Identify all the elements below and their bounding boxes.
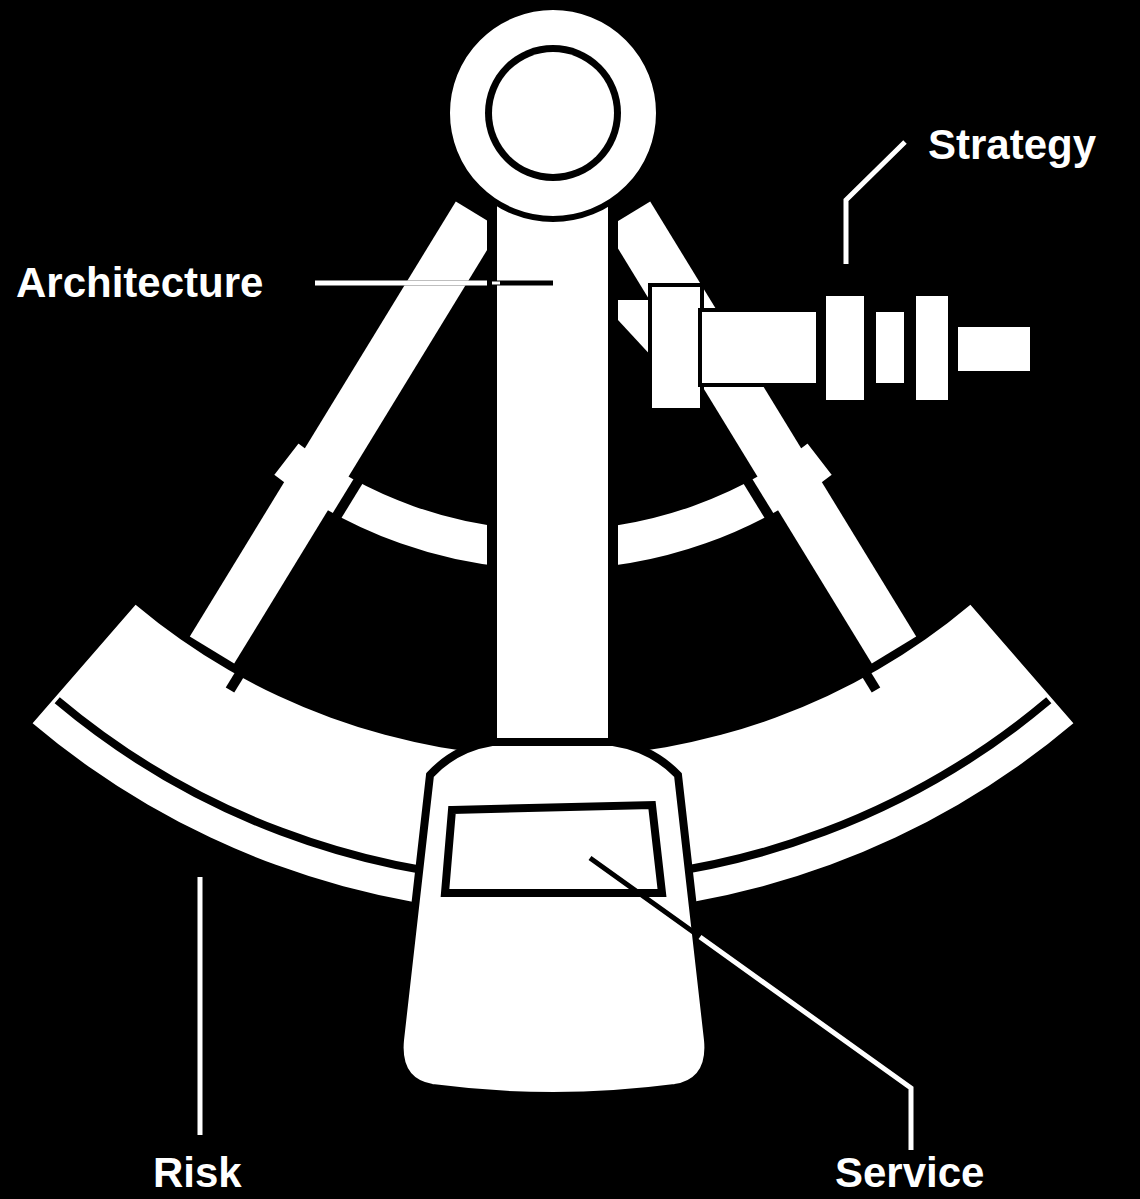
leader-line (198, 877, 203, 1135)
telescope-tube (700, 310, 818, 385)
arm-gap (230, 250, 500, 690)
handle (400, 742, 709, 1096)
frame-arm (628, 215, 894, 650)
telescope-mount (650, 285, 702, 410)
telescope-ring (914, 294, 950, 402)
telescope-eyepiece (956, 325, 1032, 373)
ring-groove (485, 45, 621, 181)
callout-label: Architecture (16, 262, 263, 304)
vernier-window (445, 805, 662, 893)
leader-line (315, 281, 553, 286)
callout-label: Service (835, 1152, 984, 1194)
leader-line (700, 937, 911, 1150)
mirror (492, 52, 614, 174)
leader-line (315, 281, 487, 286)
index-mirror-ring (447, 7, 659, 219)
callout-label: Strategy (928, 124, 1096, 166)
index-arm (492, 200, 613, 780)
telescope (650, 285, 1032, 410)
telescope-ring (824, 294, 866, 402)
leader-lines (200, 142, 911, 1150)
telescope-tube (874, 310, 906, 385)
callout-label: Risk (153, 1152, 242, 1194)
leader-line (492, 282, 500, 285)
leader-line (590, 858, 911, 1150)
leader-line (846, 142, 905, 264)
arm-gap (606, 250, 876, 690)
